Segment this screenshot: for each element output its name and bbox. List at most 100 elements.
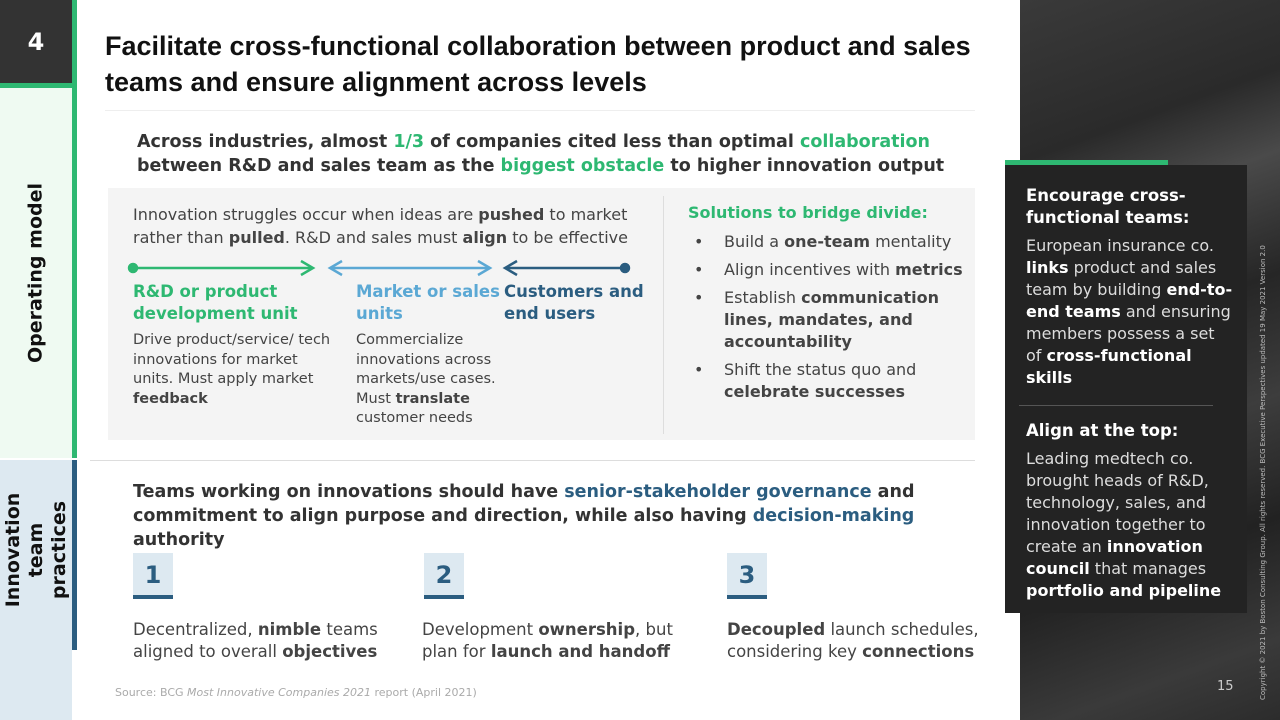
emphasis-text: end-to-end teams bbox=[1026, 280, 1233, 321]
emphasis-text: ownership bbox=[538, 620, 636, 639]
divider bbox=[663, 196, 664, 434]
step-number: 1 bbox=[133, 553, 173, 599]
step-number: 3 bbox=[727, 553, 767, 599]
step-number: 2 bbox=[424, 553, 464, 599]
emphasis-text: innovation council bbox=[1026, 537, 1203, 578]
text-segment: Teams working on innovations should have bbox=[133, 482, 565, 502]
emphasis-text: one-team bbox=[784, 232, 870, 251]
emphasis-text: launch and handoff bbox=[490, 642, 670, 661]
list-item: Build a one-team mentality bbox=[694, 231, 969, 253]
column-heading: R&D or product development unit bbox=[133, 282, 298, 323]
column-customers: Customers and end users bbox=[504, 281, 644, 325]
divider bbox=[90, 460, 975, 461]
text-segment: product and sales team by building bbox=[1026, 258, 1217, 299]
arrow-customers-to-market bbox=[502, 259, 631, 277]
text-segment: Development bbox=[422, 620, 539, 639]
emphasis-text: metrics bbox=[895, 260, 963, 279]
text-segment: report (April 2021) bbox=[371, 686, 477, 699]
text-segment: teams aligned to overall bbox=[133, 620, 378, 661]
text-segment: Build a bbox=[724, 232, 785, 251]
intro-text: Innovation struggles occur when ideas ar… bbox=[133, 203, 653, 249]
emphasis-text: objectives bbox=[282, 642, 378, 661]
text-segment: . R&D and sales must bbox=[284, 228, 463, 247]
emphasis-text: communication lines, mandates, and accou… bbox=[724, 288, 940, 351]
column-rd: R&D or product development unit Drive pr… bbox=[133, 281, 333, 409]
text-segment: Establish bbox=[724, 288, 802, 307]
solutions-list: Build a one-team mentality Align incenti… bbox=[694, 231, 969, 409]
text-segment: senior-stakeholder governance bbox=[564, 482, 872, 502]
text-segment: , but plan for bbox=[422, 620, 673, 661]
nav-operating-model: Operating model bbox=[0, 88, 72, 458]
page-number: 15 bbox=[1217, 679, 1234, 694]
step-text: Decoupled launch schedules, considering … bbox=[727, 619, 979, 663]
section-number: 4 bbox=[0, 0, 72, 83]
text-segment: Shift the status quo and bbox=[724, 360, 917, 379]
text-segment: to market rather than bbox=[133, 205, 628, 247]
section-accent-bar bbox=[72, 460, 77, 650]
section-accent-bar bbox=[72, 0, 77, 458]
emphasis-text: links bbox=[1026, 258, 1069, 277]
column-market: Market or sales units Commercialize inno… bbox=[356, 281, 501, 429]
arrow-bidirectional bbox=[327, 259, 493, 277]
text-segment: European insurance co. bbox=[1026, 236, 1214, 255]
card-text: European insurance co. links product and… bbox=[1026, 235, 1233, 389]
text-segment: biggest obstacle bbox=[500, 156, 665, 176]
text-segment: Align incentives with bbox=[724, 260, 896, 279]
column-heading: Customers and end users bbox=[504, 282, 644, 323]
section-divider bbox=[0, 83, 72, 88]
list-item: Align incentives with metrics bbox=[694, 259, 969, 281]
step-text: Decentralized, nimble teams aligned to o… bbox=[133, 619, 378, 663]
nav-innovation-team: Innovation team practices bbox=[0, 460, 72, 720]
copyright: Copyright © 2021 by Boston Consulting Gr… bbox=[1259, 245, 1267, 700]
nav-label: Innovation team practices bbox=[1, 492, 70, 608]
emphasis-text: pushed bbox=[478, 205, 545, 224]
nav-label: Operating model bbox=[24, 182, 47, 364]
text-segment: to higher innovation output bbox=[664, 156, 945, 176]
emphasis-text: celebrate successes bbox=[724, 382, 906, 401]
text-segment: Decentralized, bbox=[133, 620, 258, 639]
flow-arrows bbox=[127, 259, 631, 277]
list-item: Shift the status quo and celebrate succe… bbox=[694, 359, 969, 403]
emphasis-text: align bbox=[462, 228, 508, 247]
text-segment: decision-making bbox=[752, 506, 915, 526]
divider bbox=[1019, 405, 1213, 406]
text-segment: Drive product/service/ tech innovations … bbox=[133, 332, 331, 387]
text-segment: Leading medtech co. brought heads of R&D… bbox=[1026, 449, 1209, 556]
text-segment: authority bbox=[133, 530, 225, 550]
text-segment: that manages bbox=[1089, 559, 1207, 578]
text-segment: and ensuring members possess a set of bbox=[1026, 302, 1231, 365]
text-segment: of companies cited less than optimal bbox=[424, 132, 800, 152]
text-segment: mentality bbox=[869, 232, 952, 251]
team-practices-summary: Teams working on innovations should have… bbox=[133, 480, 983, 552]
text-segment: to be effective bbox=[507, 228, 628, 247]
key-finding: Across industries, almost 1/3 of compani… bbox=[137, 130, 977, 178]
text-segment: Most Innovative Companies 2021 bbox=[187, 686, 371, 699]
text-segment: between R&D and sales team as the bbox=[137, 156, 501, 176]
page-title: Facilitate cross-functional collaboratio… bbox=[105, 31, 971, 97]
column-heading: Market or sales units bbox=[356, 282, 500, 323]
solutions-heading: Solutions to bridge divide: bbox=[688, 203, 928, 222]
emphasis-text: connections bbox=[862, 642, 975, 661]
column-text: Drive product/service/ tech innovations … bbox=[133, 331, 333, 409]
column-text: Commercialize innovations across markets… bbox=[356, 331, 501, 429]
card-heading: Encourage cross-functional teams: bbox=[1026, 186, 1190, 227]
text-segment: Source: BCG bbox=[115, 686, 188, 699]
emphasis-text: Decoupled bbox=[727, 620, 826, 639]
card-heading: Align at the top: bbox=[1026, 421, 1179, 440]
text-segment: customer needs bbox=[356, 410, 473, 426]
card-accent-bar bbox=[1005, 160, 1168, 165]
text-segment: Innovation struggles occur when ideas ar… bbox=[133, 205, 479, 224]
examples-card: Encourage cross-functional teams: Europe… bbox=[1005, 165, 1247, 613]
source-note: Source: BCG Most Innovative Companies 20… bbox=[115, 686, 477, 699]
emphasis-text: portfolio and pipeline bbox=[1026, 581, 1222, 600]
text-segment: Across industries, almost bbox=[137, 132, 394, 152]
text-segment: collaboration bbox=[799, 132, 930, 152]
emphasis-text: nimble bbox=[257, 620, 322, 639]
step-text: Development ownership, but plan for laun… bbox=[422, 619, 673, 663]
emphasis-text: pulled bbox=[228, 228, 285, 247]
arrow-rd-to-market bbox=[127, 259, 316, 277]
text-segment: 1/3 bbox=[393, 132, 425, 152]
